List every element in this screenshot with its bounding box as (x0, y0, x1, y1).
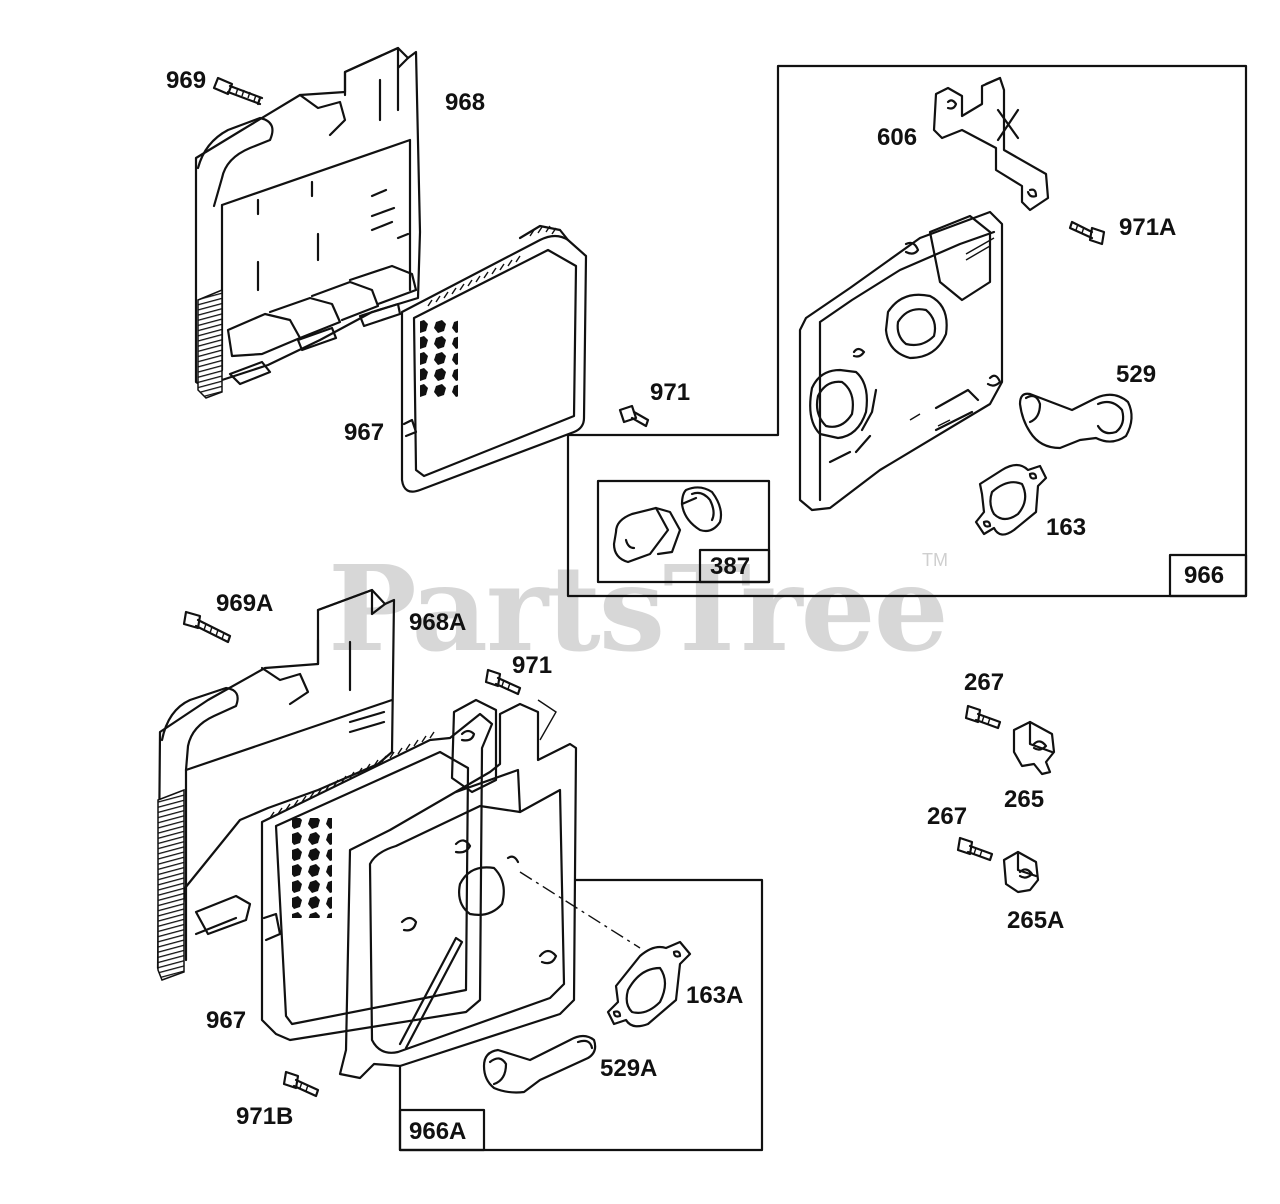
part-labels: 969 968 967 971 606 971A 529 163 969A 96… (166, 67, 1176, 1130)
label-267-upper: 267 (964, 669, 1004, 696)
elbow-529A (482, 1034, 597, 1094)
label-971-mid: 971 (512, 652, 552, 679)
kit-label-387: 387 (710, 553, 750, 580)
label-606: 606 (877, 124, 917, 151)
kit-label-966A: 966A (409, 1118, 466, 1145)
watermark-trademark: TM (922, 550, 948, 570)
elbow-529 (1018, 392, 1133, 450)
base-plate-966A (338, 698, 641, 1080)
watermark: PartsTree TM (328, 539, 949, 678)
base-plate-966 (798, 210, 1004, 512)
bracket-606 (932, 76, 1050, 212)
clip-265A (1002, 850, 1040, 894)
kit-labels: 966 387 966A (409, 553, 1224, 1145)
screw-969A (182, 610, 232, 644)
clip-265 (1012, 720, 1056, 776)
label-968A: 968A (409, 609, 466, 636)
label-967-bottom: 967 (206, 1007, 246, 1034)
label-529: 529 (1116, 361, 1156, 388)
air-filter-967-bottom (260, 712, 494, 1042)
kit-966-box (566, 64, 1248, 598)
screw-969 (212, 76, 264, 106)
air-cleaner-housing-968A (156, 588, 396, 981)
kit-label-966: 966 (1184, 562, 1224, 589)
screw-267-upper (964, 704, 1002, 730)
air-filter-967-top (400, 224, 588, 493)
label-163A: 163A (686, 982, 743, 1009)
label-971A: 971A (1119, 214, 1176, 241)
gasket-163 (974, 463, 1048, 536)
kit-387-box (596, 479, 771, 584)
label-967-top: 967 (344, 419, 384, 446)
air-cleaner-housing-968 (194, 46, 422, 399)
screw-971-mid (484, 668, 522, 696)
screw-971A (1068, 220, 1106, 246)
label-971B: 971B (236, 1103, 293, 1130)
label-265A: 265A (1007, 907, 1064, 934)
label-163: 163 (1046, 514, 1086, 541)
screw-971-top (618, 404, 650, 428)
label-969A: 969A (216, 590, 273, 617)
label-529A: 529A (600, 1055, 657, 1082)
label-968: 968 (445, 89, 485, 116)
watermark-text: PartsTree (328, 539, 947, 678)
gasket-163A (606, 940, 692, 1028)
kit-966A-box (398, 878, 764, 1152)
label-971-top: 971 (650, 379, 690, 406)
label-265: 265 (1004, 786, 1044, 813)
label-267-lower: 267 (927, 803, 967, 830)
screw-971B (282, 1070, 320, 1098)
screw-267-lower (956, 836, 994, 862)
label-969: 969 (166, 67, 206, 94)
